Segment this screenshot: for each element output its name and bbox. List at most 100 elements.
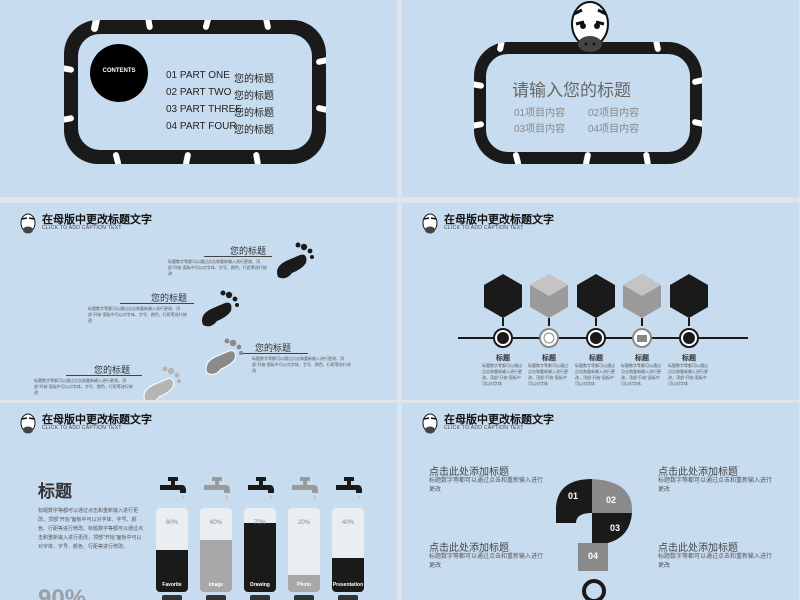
slide-hexagons[interactable]: 在母版中更改标题文字 CLICK TO ADD CAPTION TEXT 标题 …: [402, 203, 799, 400]
faucet-icon: [204, 477, 230, 499]
toc-title-2[interactable]: 您的标题: [234, 91, 274, 102]
faucet-bar-fill: [200, 539, 232, 592]
toc-title-1[interactable]: 您的标题: [234, 74, 274, 85]
hex-chain: [484, 274, 708, 348]
slide-footprints[interactable]: 在母版中更改标题文字 CLICK TO ADD CAPTION TEXT 您的标…: [0, 203, 397, 400]
hex-4: [623, 274, 661, 326]
faucet-base-icon: [338, 595, 358, 600]
faucet-icon: [336, 477, 362, 499]
faucet-base-icon: [206, 595, 226, 600]
tools-icon: [586, 328, 606, 348]
step-title-2[interactable]: 您的标题: [151, 293, 188, 303]
header-title[interactable]: 在母版中更改标题文字: [42, 414, 152, 426]
hex-label-2[interactable]: 标题: [542, 355, 556, 362]
slide2-title[interactable]: 请输入您的标题: [512, 81, 631, 100]
step-title-4[interactable]: 您的标题: [94, 365, 131, 375]
block-title-2[interactable]: 点击此处添加标题: [658, 467, 738, 478]
faucet-label: Photo: [296, 582, 312, 588]
faucet-icon: [292, 477, 318, 499]
hex-desc-5: 标题数字等都可以通过点击和重新输入进行更改，顶部"开始"面板中可以对字体: [668, 363, 708, 386]
step-desc-3: 标题数字等都可以通过点击和重新输入进行更改，顶部"开始"面板中可以对字体、字号、…: [252, 356, 351, 373]
zebra-frame: [474, 42, 702, 164]
header-subtitle: CLICK TO ADD CAPTION TEXT: [444, 225, 524, 231]
hex-label-5[interactable]: 标题: [682, 355, 696, 362]
question-puzzle-icon: [556, 479, 633, 600]
faucet-bar: [156, 508, 188, 592]
faucet-value: 20%: [297, 520, 310, 526]
zebra-head-icon: [571, 1, 609, 52]
footprint-icon: [277, 242, 314, 279]
block-desc-4: 标题数字等都可以通过点击和重新输入进行更改: [658, 554, 773, 569]
header-title[interactable]: 在母版中更改标题文字: [444, 414, 554, 426]
toc-part-1[interactable]: 01 PART ONE: [166, 70, 230, 81]
faucet-label: Favorite: [162, 582, 182, 588]
slide5-title[interactable]: 标题: [38, 482, 72, 501]
big-percent: 90%: [38, 585, 87, 600]
slide2-item-1[interactable]: 01项目内容: [514, 108, 566, 119]
puzzle-number-3: 03: [610, 523, 621, 533]
step-desc-2: 标题数字等都可以通过点击和重新输入进行更改，顶部"开始"面板中可以对字体、字号、…: [88, 306, 187, 323]
zebra-logo-icon: [20, 213, 36, 234]
header-title[interactable]: 在母版中更改标题文字: [42, 214, 152, 226]
faucet-bar-fill: [156, 550, 188, 592]
header-subtitle: CLICK TO ADD CAPTION TEXT: [42, 425, 122, 431]
step-line-4: [66, 375, 142, 376]
step-title-1[interactable]: 您的标题: [230, 246, 267, 256]
eye-icon: [679, 328, 699, 348]
toc-part-2[interactable]: 02 PART TWO: [166, 87, 232, 98]
hex-desc-3: 标题数字等都可以通过点击和重新输入进行更改，顶部"开始"面板中可以对字体: [575, 363, 615, 386]
faucet-base-icon: [162, 595, 182, 600]
step-desc-4: 标题数字等都可以通过点击和重新输入进行更改，顶部"开始"面板中可以对字体、字号、…: [34, 378, 133, 395]
faucet-icon: [248, 477, 274, 499]
hex-desc-4: 标题数字等都可以通过点击和重新输入进行更改，顶部"开始"面板中可以对字体: [621, 363, 661, 386]
faucet-bar: [200, 508, 232, 592]
block-desc-2: 标题数字等都可以通过点击和重新输入进行更改: [658, 478, 773, 493]
faucet-value: 60%: [209, 520, 222, 526]
faucet-base-icon: [294, 595, 314, 600]
slide-question[interactable]: 在母版中更改标题文字 CLICK TO ADD CAPTION TEXT 点击此…: [402, 403, 799, 600]
slide-contents[interactable]: CONTENTS 01 PART ONE 您的标题 02 PART TWO 您的…: [0, 0, 397, 197]
faucet-label: Presentation: [332, 582, 364, 588]
hex-label-4[interactable]: 标题: [635, 355, 649, 362]
block-title-1[interactable]: 点击此处添加标题: [429, 467, 509, 478]
faucet-bar-fill: [244, 523, 276, 592]
toc-title-4[interactable]: 您的标题: [234, 125, 274, 136]
slide2-item-4[interactable]: 04项目内容: [588, 124, 640, 135]
faucet-base-icon: [250, 595, 270, 600]
contents-badge: [90, 44, 148, 102]
hex-label-3[interactable]: 标题: [589, 355, 603, 362]
step-line-2: [120, 303, 194, 304]
header-subtitle: CLICK TO ADD CAPTION TEXT: [444, 425, 524, 431]
block-title-4[interactable]: 点击此处添加标题: [658, 543, 738, 554]
slide-faucets[interactable]: 在母版中更改标题文字 CLICK TO ADD CAPTION TEXT 标题 …: [0, 403, 397, 600]
footprint-icon: [202, 290, 239, 327]
step-title-3[interactable]: 您的标题: [255, 343, 292, 353]
header-subtitle: CLICK TO ADD CAPTION TEXT: [42, 225, 122, 231]
toc-part-3[interactable]: 03 PART THREE: [166, 104, 242, 115]
slide2-item-2[interactable]: 02项目内容: [588, 108, 640, 119]
footprint-icon: [205, 338, 243, 375]
toc-part-4[interactable]: 04 PART FOUR: [166, 121, 237, 132]
bulb-icon: [539, 328, 559, 348]
block-desc-1: 标题数字等都可以通过点击和重新输入进行更改: [429, 478, 544, 493]
hex-5: [670, 274, 708, 326]
hex-2: [530, 274, 568, 326]
header-title[interactable]: 在母版中更改标题文字: [444, 214, 554, 226]
faucet-bar-fill: [288, 575, 320, 592]
block-desc-3: 标题数字等都可以通过点击和重新输入进行更改: [429, 554, 544, 569]
faucet-value: 70%: [253, 520, 266, 526]
block-title-3[interactable]: 点击此处添加标题: [429, 543, 509, 554]
puzzle-number-1: 01: [568, 491, 579, 501]
hex-label-1[interactable]: 标题: [496, 355, 510, 362]
slide-title[interactable]: 请输入您的标题 01项目内容 02项目内容 03项目内容 04项目内容: [402, 0, 799, 197]
slide2-item-3[interactable]: 03项目内容: [514, 124, 566, 135]
faucet-value: 60%: [165, 520, 178, 526]
drop-icon: [493, 328, 513, 348]
puzzle-number-2: 02: [606, 495, 617, 505]
step-line-3: [240, 353, 308, 354]
faucet-bar: [332, 508, 364, 592]
step-line-1: [204, 256, 272, 257]
briefcase-icon: [632, 328, 652, 348]
toc-title-3[interactable]: 您的标题: [234, 108, 274, 119]
